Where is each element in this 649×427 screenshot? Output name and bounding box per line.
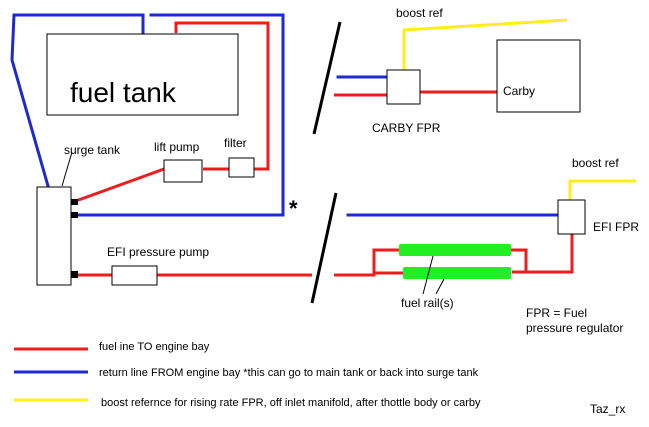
fuel-tank-label: fuel tank [70, 77, 177, 108]
surge-fitting-return [71, 212, 78, 218]
fuel-lines [72, 21, 574, 277]
firewall-separator-bottom [310, 192, 338, 304]
fuel-rail-lower [403, 267, 511, 279]
surge-tank-label: surge tank [64, 143, 121, 157]
filter-label: filter [224, 136, 247, 150]
fuel-rail-pointer-lower [435, 278, 445, 295]
fuel-line-rail-to-fpr [510, 248, 528, 274]
carby-box [496, 39, 581, 113]
legend-text-return-line: return line FROM engine bay *this can go… [99, 367, 479, 379]
boost-lines [402, 18, 636, 200]
surge-tank-fittings [71, 199, 78, 278]
carby-fpr-label: CARBY FPR [372, 121, 441, 135]
boost-line-carby-fpr [402, 18, 568, 70]
fuel-rails-label: fuel rail(s) [401, 296, 454, 310]
surge-fitting-efi [71, 271, 78, 278]
pointer-lines [61, 151, 445, 295]
efi-pressure-pump-box [111, 265, 158, 286]
efi-fpr-box [557, 199, 586, 235]
author-signature: Taz_rx [590, 402, 625, 416]
fuel-line-fpr-return [526, 234, 574, 274]
fuel-rail-upper [399, 244, 511, 256]
carby-fpr-box [386, 69, 421, 105]
fpr-definition-line1: FPR = Fuel [526, 306, 587, 320]
surge-tank-pointer [61, 151, 73, 187]
return-lines [10, 13, 560, 217]
fuel-rail-pointer-upper [422, 255, 434, 295]
text-labels: fuel tank surge tank lift pump filter * … [64, 6, 639, 335]
fpr-definition-line2: pressure regulator [526, 321, 623, 335]
boost-ref-top-label: boost ref [396, 6, 443, 20]
lift-pump-label: lift pump [154, 140, 200, 154]
legend-text-fuel-line: fuel ine TO engine bay [99, 341, 210, 353]
firewall-separators [310, 21, 342, 304]
fuel-rails [399, 244, 511, 279]
efi-pressure-pump-label: EFI pressure pump [107, 245, 209, 259]
firewall-separator-top [312, 21, 342, 135]
lift-pump-box [163, 159, 203, 183]
legend: fuel ine TO engine bay return line FROM … [14, 341, 481, 409]
carby-label: Carby [503, 84, 535, 98]
boost-line-efi-fpr [568, 179, 636, 200]
fuel-tank-box [46, 33, 239, 116]
efi-fpr-label: EFI FPR [593, 220, 639, 234]
boost-ref-right-label: boost ref [572, 156, 619, 170]
components [36, 33, 586, 286]
return-line-tank-to-engine [72, 13, 285, 217]
star-marker: * [289, 196, 298, 221]
surge-fitting-feed [71, 199, 78, 205]
return-line-outer-loop [10, 13, 145, 188]
fuel-line-rail-feed [334, 248, 400, 277]
filter-box [228, 157, 255, 178]
legend-text-boost-line: boost refernce for rising rate FPR, off … [101, 397, 481, 409]
fuel-line-tank-to-filter [174, 21, 270, 171]
fuel-line-lift-pump-to-surge [72, 167, 165, 204]
surge-tank-box [36, 186, 72, 286]
